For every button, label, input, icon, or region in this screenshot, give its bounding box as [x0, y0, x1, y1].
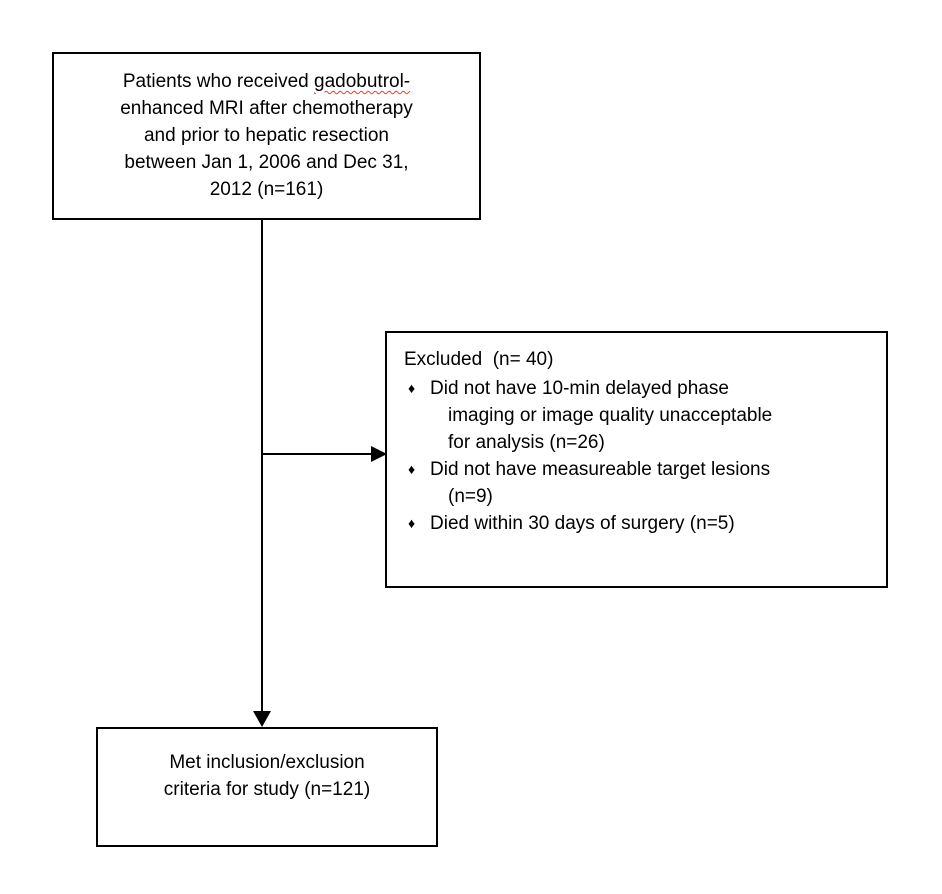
- arrowhead-down-icon: [253, 711, 271, 727]
- excluded-title: Excluded (n= 40): [404, 349, 554, 370]
- excluded-item: ♦ Did not have measureable target lesion…: [404, 456, 872, 510]
- connector-horizontal-line: [262, 453, 371, 455]
- diamond-bullet-icon: ♦: [408, 380, 416, 396]
- connector-vertical-line: [261, 220, 263, 711]
- inclusion-box: Met inclusion/exclusion criteria for stu…: [96, 727, 438, 847]
- enrollment-line: 2012 (n=161): [209, 179, 324, 200]
- excluded-box: Excluded (n= 40) ♦ Did not have 10-min d…: [385, 331, 888, 588]
- excluded-item-line: Died within 30 days of surgery (n=5): [430, 513, 735, 534]
- diamond-bullet-icon: ♦: [408, 461, 416, 477]
- spellcheck-underlined-word: gadobutrol-: [314, 71, 411, 92]
- excluded-item-line: imaging or image quality unacceptable: [448, 405, 773, 426]
- excluded-item-line: (n=9): [448, 486, 493, 507]
- diamond-bullet-icon: ♦: [408, 515, 416, 531]
- enrollment-box: Patients who received gadobutrol- enhanc…: [52, 52, 481, 220]
- excluded-item: ♦ Did not have 10-min delayed phase imag…: [404, 375, 872, 456]
- arrowhead-right-icon: [371, 446, 387, 462]
- excluded-item-line: Did not have measureable target lesions: [430, 459, 771, 480]
- enrollment-text: Patients who received: [122, 71, 309, 92]
- inclusion-line: criteria for study (n=121): [163, 779, 371, 800]
- enrollment-line: enhanced MRI after chemotherapy: [120, 98, 413, 119]
- enrollment-line: and prior to hepatic resection: [143, 125, 390, 146]
- excluded-list: ♦ Did not have 10-min delayed phase imag…: [404, 375, 872, 537]
- excluded-item-line: for analysis (n=26): [448, 432, 605, 453]
- inclusion-line: Met inclusion/exclusion: [169, 752, 365, 773]
- enrollment-line: Patients who received gadobutrol-: [54, 68, 479, 95]
- excluded-item-line: Did not have 10-min delayed phase: [430, 378, 729, 399]
- excluded-item: ♦ Died within 30 days of surgery (n=5): [404, 510, 872, 537]
- enrollment-line: between Jan 1, 2006 and Dec 31,: [124, 152, 409, 173]
